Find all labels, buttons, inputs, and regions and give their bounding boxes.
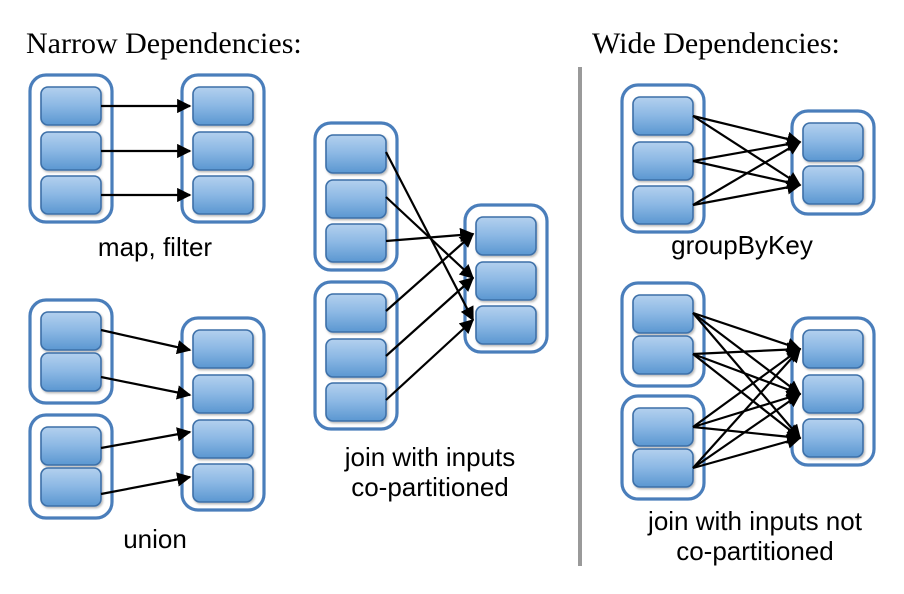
partition-box: [325, 179, 387, 219]
partition-box: [632, 448, 694, 488]
dependency-arrow: [100, 328, 192, 355]
panel-caption-union: union: [123, 524, 187, 554]
dependency-arrow: [692, 347, 801, 469]
dependency-arrow: [692, 312, 802, 395]
partition-box: [40, 311, 102, 351]
partition-box: [632, 96, 694, 136]
panel-union: union: [28, 298, 266, 554]
partition-box: [192, 463, 254, 503]
partition-box: [802, 374, 864, 414]
partition-box: [40, 131, 102, 171]
dependency-arrow: [100, 375, 192, 400]
partition-box: [40, 426, 102, 466]
partition-box: [325, 134, 387, 174]
dependency-arrow: [692, 141, 802, 206]
edges-join-not-co-partitioned: [692, 311, 802, 470]
partition-box: [40, 175, 102, 215]
dependency-arrow: [692, 180, 802, 207]
dependency-arrow: [100, 472, 192, 496]
dependency-arrow: [692, 434, 802, 470]
partition-box: [192, 419, 254, 459]
dependency-arrow: [385, 277, 475, 357]
dependency-arrow: [385, 227, 475, 243]
partition-box: [192, 374, 254, 414]
panel-caption-group-by-key: groupByKey: [671, 230, 813, 260]
partition-box: [632, 335, 694, 375]
partition-box: [475, 305, 537, 345]
dependency-arrow: [692, 137, 802, 163]
dependency-arrow: [692, 425, 802, 444]
edges-map-filter: [101, 98, 192, 203]
partition-box: [192, 131, 254, 171]
dependency-arrow: [692, 353, 802, 439]
partition-box: [802, 329, 864, 369]
edges-group-by-key: [692, 114, 802, 207]
partition-box: [40, 467, 102, 507]
partition-box: [802, 418, 864, 458]
dependency-arrow: [385, 233, 475, 312]
caption-line: co-partitioned: [351, 472, 509, 502]
partition-box: [802, 122, 864, 162]
edges-join-co-partitioned: [385, 151, 475, 401]
partition-box: [325, 223, 387, 263]
caption-line: join with inputs: [344, 442, 516, 472]
dependency-arrow: [385, 319, 475, 401]
partition-box: [192, 86, 254, 126]
dependency-arrow: [692, 390, 802, 429]
panel-caption-map-filter: map, filter: [98, 232, 212, 262]
dependency-arrow: [692, 342, 802, 357]
partition-box: [325, 338, 387, 378]
panel-group-by-key: groupByKey: [620, 83, 876, 260]
partition-box: [632, 294, 694, 334]
caption-line: groupByKey: [671, 230, 813, 260]
partition-box: [475, 261, 537, 301]
partition-box: [632, 141, 694, 181]
partition-box: [475, 216, 537, 256]
partition-box: [40, 86, 102, 126]
dependency-arrow: [100, 427, 192, 450]
dependency-arrow: [692, 352, 802, 397]
partition-box: [192, 329, 254, 369]
partition-box: [325, 293, 387, 333]
partition-box: [802, 165, 864, 205]
caption-line: union: [123, 524, 187, 554]
heading-narrow-dependencies: Narrow Dependencies:: [26, 27, 302, 60]
partition-box: [632, 185, 694, 225]
heading-wide-dependencies: Wide Dependencies:: [592, 27, 840, 60]
partition-box: [40, 352, 102, 392]
partition-box: [632, 407, 694, 447]
partition-box: [325, 382, 387, 422]
caption-line: map, filter: [98, 232, 212, 262]
partition-box: [192, 175, 254, 215]
dependency-arrow: [692, 393, 802, 469]
dependency-arrow: [692, 348, 802, 428]
dependency-arrow: [692, 312, 801, 440]
panel-map-filter: map, filter: [28, 73, 266, 262]
dependency-arrow: [692, 311, 802, 352]
caption-line: co-partitioned: [676, 536, 834, 566]
caption-line: join with inputs not: [647, 506, 863, 536]
dependency-arrow: [692, 114, 802, 146]
edges-union: [100, 328, 192, 496]
